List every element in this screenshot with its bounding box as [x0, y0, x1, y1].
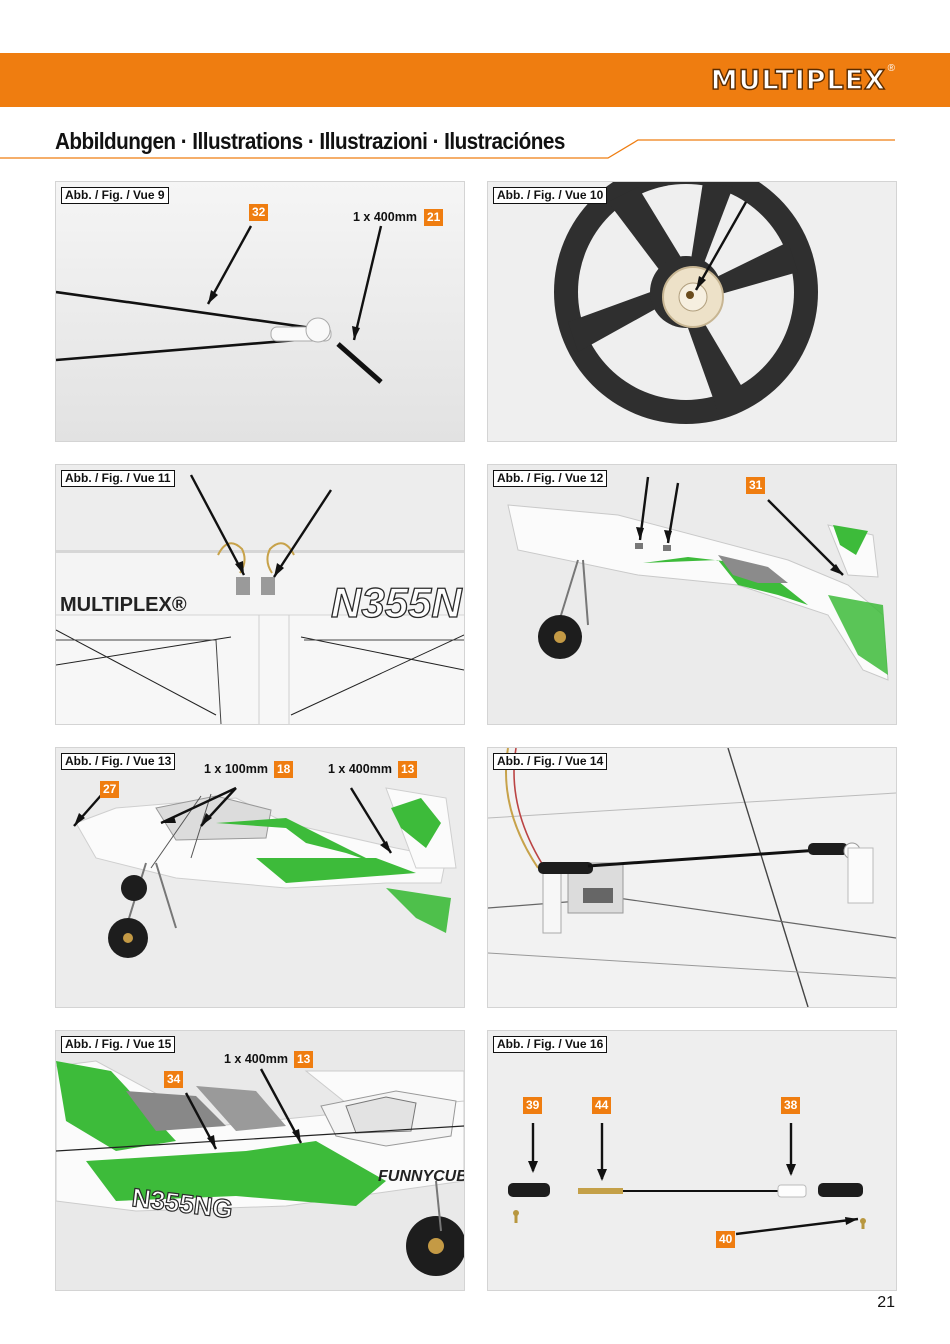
- headline-rule: [0, 139, 895, 159]
- part-number-badge: 31: [746, 477, 766, 494]
- figure-11: MULTIPLEX® N355N Abb. / Fig. / Vue 11: [55, 464, 465, 725]
- photo-plane-side: [56, 748, 464, 1007]
- part-number-badge: 13: [294, 1051, 314, 1068]
- figure-label: Abb. / Fig. / Vue 11: [61, 470, 175, 487]
- photo-plane-underside: [488, 465, 896, 724]
- figure-label: Abb. / Fig. / Vue 14: [493, 753, 608, 770]
- page-title: Abbildungen · Illustrations · Illustrazi…: [55, 128, 565, 154]
- photo-fuselage-tail: N355NG FUNNYCUB: [56, 1031, 464, 1290]
- figure-9: Abb. / Fig. / Vue 9 32 1 x 400mm 21: [55, 181, 465, 442]
- figure-label: Abb. / Fig. / Vue 9: [61, 187, 169, 204]
- part-number-badge: 38: [781, 1097, 801, 1114]
- quantity-label: 1 x 400mm: [328, 762, 392, 776]
- figure-label: Abb. / Fig. / Vue 12: [493, 470, 608, 487]
- registered-mark: ®: [887, 63, 895, 74]
- figure-14: Abb. / Fig. / Vue 14: [487, 747, 897, 1008]
- photo-wing-servos: MULTIPLEX® N355N: [56, 465, 464, 724]
- photo-text-brand: MULTIPLEX®: [60, 594, 187, 616]
- figure-13: Abb. / Fig. / Vue 13 27 1 x 100mm 18 1 x…: [55, 747, 465, 1008]
- figure-16: Abb. / Fig. / Vue 16 39 44 38 40: [487, 1030, 897, 1291]
- photo-pushrod-horn: [56, 182, 464, 441]
- part-number-badge: 34: [164, 1071, 184, 1088]
- quantity-label: 1 x 100mm: [204, 762, 268, 776]
- quantity-label: 1 x 400mm: [224, 1052, 288, 1066]
- figure-label: Abb. / Fig. / Vue 10: [493, 187, 608, 204]
- part-number-badge: 27: [100, 781, 120, 798]
- part-number-badge: 18: [274, 761, 294, 778]
- part-number-badge: 39: [523, 1097, 543, 1114]
- header-bar: MULTIPLEX ®: [0, 53, 950, 107]
- figure-label: Abb. / Fig. / Vue 13: [61, 753, 176, 770]
- figure-10: Abb. / Fig. / Vue 10: [487, 181, 897, 442]
- page-number: 21: [877, 1294, 895, 1311]
- photo-text-model: FUNNYCUB: [378, 1168, 464, 1185]
- part-number-badge: 40: [716, 1231, 736, 1248]
- figure-label: Abb. / Fig. / Vue 15: [61, 1036, 176, 1053]
- part-number-badge: 21: [424, 209, 444, 226]
- part-number-badge: 32: [249, 204, 269, 221]
- photo-wheel: [488, 182, 896, 441]
- photo-servo-linkage: [488, 748, 896, 1007]
- photo-text-registration: N355N: [331, 579, 463, 626]
- figure-12: Abb. / Fig. / Vue 12 31: [487, 464, 897, 725]
- figure-label: Abb. / Fig. / Vue 16: [493, 1036, 608, 1053]
- part-number-badge: 13: [398, 761, 418, 778]
- photo-pushrod-parts: [488, 1031, 896, 1290]
- quantity-label: 1 x 400mm: [353, 210, 417, 224]
- brand-logo: MULTIPLEX: [710, 64, 886, 96]
- figure-15: N355NG FUNNYCUB Abb. / Fig. / Vue 15 34 …: [55, 1030, 465, 1291]
- part-number-badge: 44: [592, 1097, 612, 1114]
